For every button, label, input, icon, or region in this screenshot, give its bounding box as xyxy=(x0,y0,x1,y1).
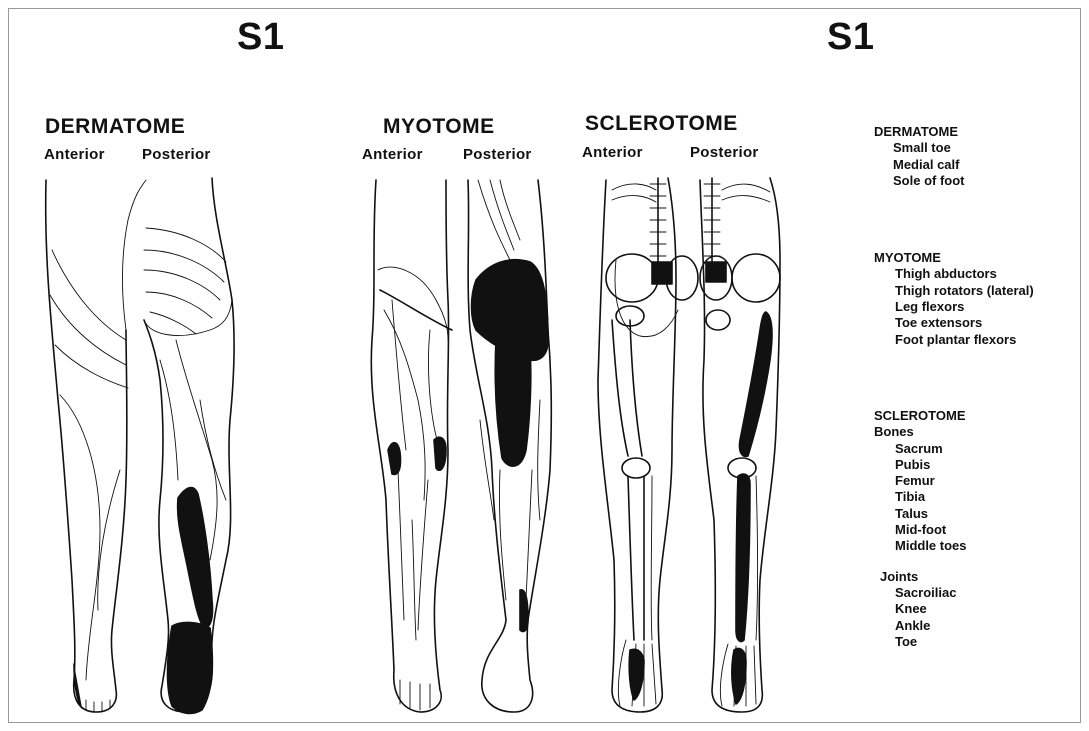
legend-item: Sole of foot xyxy=(874,173,1084,189)
legend-item: Pubis xyxy=(874,457,1084,473)
legend-item: Ankle xyxy=(874,618,1084,634)
legend-item: Middle toes xyxy=(874,538,1084,554)
legend-sclerotome-heading: SCLEROTOME xyxy=(874,408,1084,424)
legend-item: Sacroiliac xyxy=(874,585,1084,601)
legend-myotome-heading: MYOTOME xyxy=(874,250,1084,266)
legend-item: Toe extensors xyxy=(874,315,1084,331)
legend-item: Leg flexors xyxy=(874,299,1084,315)
legend-item: Medial calf xyxy=(874,157,1084,173)
legend-item: Femur xyxy=(874,473,1084,489)
legend-joints-heading: Joints xyxy=(874,569,1084,585)
legend-item: Talus xyxy=(874,506,1084,522)
legend-panel: DERMATOME Small toe Medial calf Sole of … xyxy=(874,124,1084,650)
legend-item: Sacrum xyxy=(874,441,1084,457)
legend-item: Thigh abductors xyxy=(874,266,1084,282)
legend-item: Mid-foot xyxy=(874,522,1084,538)
legend-bones-heading: Bones xyxy=(874,424,1084,440)
legend-dermatome-heading: DERMATOME xyxy=(874,124,1084,140)
legend-item: Toe xyxy=(874,634,1084,650)
legend-item: Knee xyxy=(874,601,1084,617)
legend-item: Thigh rotators (lateral) xyxy=(874,283,1084,299)
legend-item: Small toe xyxy=(874,140,1084,156)
legend-item: Foot plantar flexors xyxy=(874,332,1084,348)
legend-item: Tibia xyxy=(874,489,1084,505)
